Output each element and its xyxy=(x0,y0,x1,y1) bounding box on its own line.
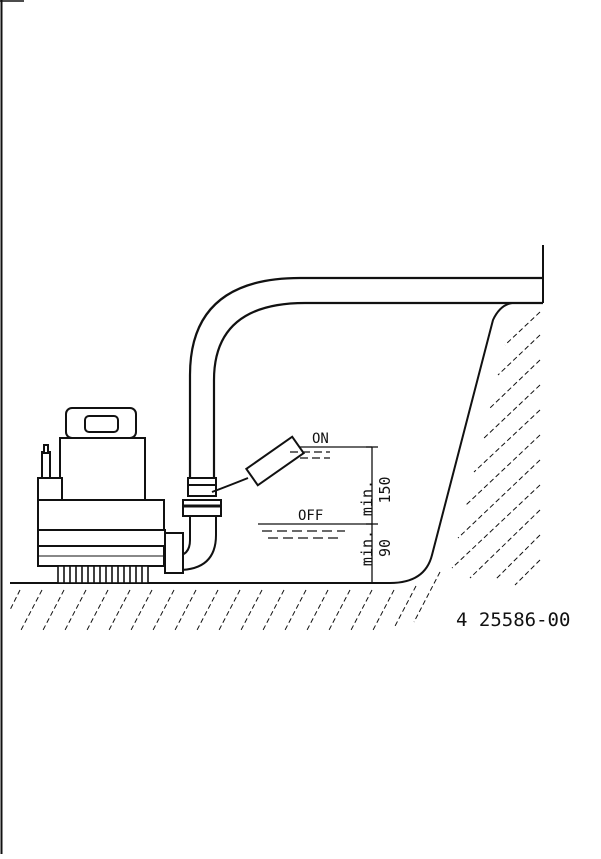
dimension-line xyxy=(366,446,378,584)
float-switch xyxy=(211,435,306,493)
ground-hatching xyxy=(9,571,441,633)
page-border xyxy=(0,0,24,854)
label-min-lower: min. xyxy=(358,530,376,566)
pipe-coupling xyxy=(182,477,222,517)
water-level-off xyxy=(258,523,372,539)
label-min-upper: min. xyxy=(358,480,376,516)
discharge-pipe xyxy=(188,276,543,478)
elbow-fitting xyxy=(164,515,217,574)
pit-outline xyxy=(10,245,544,584)
dimension-upper-value: 150 xyxy=(376,476,394,503)
label-off: OFF xyxy=(298,508,323,524)
wall-hatching xyxy=(451,311,541,586)
pump-strainer xyxy=(57,565,149,584)
pump xyxy=(37,407,166,567)
water-level-on xyxy=(290,446,372,459)
label-on: ON xyxy=(312,431,329,447)
dimension-lower-value: 90 xyxy=(376,539,394,557)
figure-code: 4 25586-00 xyxy=(456,609,570,631)
